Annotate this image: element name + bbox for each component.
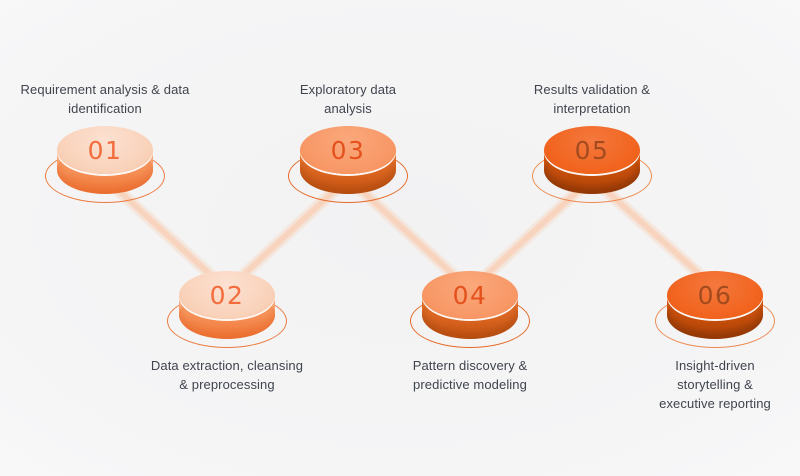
step-04: 04 Pattern discovery & predictive modeli… (360, 271, 580, 471)
disc-top: 06 (667, 271, 763, 319)
step-label: Requirement analysis & data identificati… (20, 82, 190, 116)
disc-top: 02 (179, 271, 275, 319)
step-number: 02 (209, 280, 245, 310)
step-label: Exploratory data analysis (299, 82, 397, 116)
step-number: 05 (574, 135, 610, 165)
step-disc: 04 (410, 271, 530, 351)
step-label: Results validation & interpretation (533, 82, 651, 116)
disc-top: 01 (57, 126, 153, 174)
step-disc: 06 (655, 271, 775, 351)
disc-top: 05 (544, 126, 640, 174)
step-02: 02 Data extraction, cleansing & preproce… (117, 271, 337, 471)
step-03: Exploratory data analysis 03 (238, 80, 458, 300)
step-05: Results validation & interpretation 05 (482, 80, 702, 300)
step-disc: 01 (45, 126, 165, 206)
step-disc: 03 (288, 126, 408, 206)
disc-top: 03 (300, 126, 396, 174)
step-number: 03 (330, 135, 366, 165)
step-06: 06 Insight-driven storytelling & executi… (605, 271, 800, 471)
step-disc: 05 (532, 126, 652, 206)
step-label: Pattern discovery & predictive modeling (412, 358, 528, 392)
step-label: Data extraction, cleansing & preprocessi… (150, 358, 304, 392)
disc-top: 04 (422, 271, 518, 319)
step-disc: 02 (167, 271, 287, 351)
step-number: 01 (87, 135, 123, 165)
step-number: 04 (452, 280, 488, 310)
step-01: Requirement analysis & data identificati… (0, 80, 215, 300)
step-number: 06 (697, 280, 733, 310)
step-label: Insight-driven storytelling & executive … (659, 358, 771, 411)
